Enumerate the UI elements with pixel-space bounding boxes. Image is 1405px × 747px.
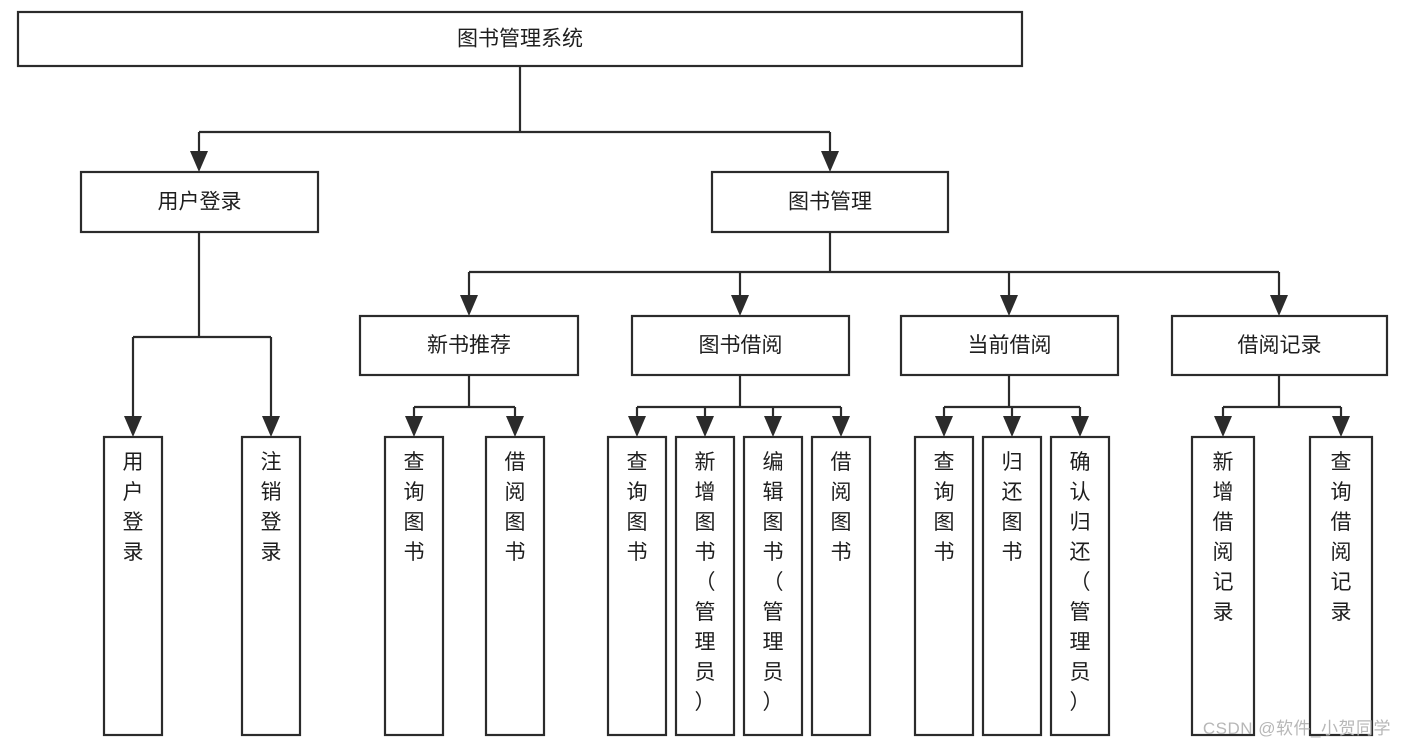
node-label: 借阅图书 [831,451,852,564]
node-box[interactable] [240,435,302,737]
node-box[interactable] [102,435,164,737]
node-layer: 图书管理系统用户登录图书管理新书推荐图书借阅当前借阅借阅记录用户登录注销登录查询… [16,10,1389,737]
node-book-management[interactable]: 图书管理 [710,170,950,234]
node-label: 新增借阅记录 [1213,451,1234,624]
arrow-head-icon [506,416,524,437]
node-label: 查询图书 [627,451,648,564]
node-current-borrow[interactable]: 当前借阅 [899,314,1120,377]
csdn-watermark: CSDN @软件_小贺同学 [1202,719,1391,738]
node-label: 归还图书 [1002,451,1023,564]
node-box[interactable] [742,435,804,737]
arrow-head-icon [731,295,749,316]
node-box[interactable] [899,314,1120,377]
node-box[interactable] [79,170,320,234]
node-box[interactable] [1170,314,1389,377]
node-label: 查询图书 [934,451,955,564]
node-label: 借阅记录 [1238,334,1322,357]
node-user-login[interactable]: 用户登录 [79,170,320,234]
arrow-head-icon [628,416,646,437]
node-label: 用户登录 [158,191,242,214]
arrow-head-icon [405,416,423,437]
arrow-head-icon [124,416,142,437]
node-box[interactable] [484,435,546,737]
node-leaf-query-book-recommend[interactable]: 查询图书 [383,435,445,737]
connector-layer [124,66,1350,437]
node-label: 注销登录 [261,451,282,564]
node-label: 当前借阅 [968,334,1052,357]
node-leaf-add-book[interactable]: 新增图书（管理员） [674,435,736,737]
node-root[interactable]: 图书管理系统 [16,10,1024,68]
node-box[interactable] [810,435,872,737]
node-label: 查询图书 [404,451,425,564]
node-label: 借阅图书 [505,451,526,564]
node-box[interactable] [981,435,1043,737]
node-box[interactable] [913,435,975,737]
arrow-head-icon [832,416,850,437]
arrow-head-icon [1332,416,1350,437]
node-label: 图书借阅 [699,334,783,357]
node-box[interactable] [1308,435,1374,737]
arrow-head-icon [821,151,839,172]
arrow-head-icon [764,416,782,437]
arrow-head-icon [460,295,478,316]
node-label: 图书管理系统 [457,28,583,51]
node-leaf-edit-book[interactable]: 编辑图书（管理员） [742,435,804,737]
node-leaf-borrow-book-recommend[interactable]: 借阅图书 [484,435,546,737]
node-box[interactable] [606,435,668,737]
node-leaf-user-login[interactable]: 用户登录 [102,435,164,737]
node-label: 图书管理 [788,191,872,214]
node-leaf-borrow-book[interactable]: 借阅图书 [810,435,872,737]
arrow-head-icon [935,416,953,437]
arrow-head-icon [696,416,714,437]
node-leaf-query-book-current[interactable]: 查询图书 [913,435,975,737]
node-leaf-return-book[interactable]: 归还图书 [981,435,1043,737]
node-leaf-logout[interactable]: 注销登录 [240,435,302,737]
arrow-head-icon [1270,295,1288,316]
node-book-borrow[interactable]: 图书借阅 [630,314,851,377]
node-box[interactable] [358,314,580,377]
node-box[interactable] [674,435,736,737]
node-box[interactable] [16,10,1024,68]
node-label: 编辑图书（管理员） [763,451,784,714]
node-box[interactable] [710,170,950,234]
node-label: 新增图书（管理员） [695,451,716,714]
node-label: 查询借阅记录 [1331,451,1352,624]
node-new-book-recommend[interactable]: 新书推荐 [358,314,580,377]
node-box[interactable] [1049,435,1111,737]
arrow-head-icon [1000,295,1018,316]
node-leaf-query-borrow-record[interactable]: 查询借阅记录 [1308,435,1374,737]
node-box[interactable] [383,435,445,737]
arrow-head-icon [1071,416,1089,437]
node-label: 新书推荐 [427,334,511,357]
node-leaf-query-book-borrow[interactable]: 查询图书 [606,435,668,737]
arrow-head-icon [262,416,280,437]
arrow-head-icon [1214,416,1232,437]
node-borrow-record[interactable]: 借阅记录 [1170,314,1389,377]
node-box[interactable] [630,314,851,377]
node-box[interactable] [1190,435,1256,737]
arrow-head-icon [190,151,208,172]
node-leaf-confirm-return[interactable]: 确认归还（管理员） [1049,435,1111,737]
node-leaf-add-borrow-record[interactable]: 新增借阅记录 [1190,435,1256,737]
arrow-head-icon [1003,416,1021,437]
node-label: 用户登录 [123,451,144,564]
node-label: 确认归还（管理员） [1070,451,1091,714]
